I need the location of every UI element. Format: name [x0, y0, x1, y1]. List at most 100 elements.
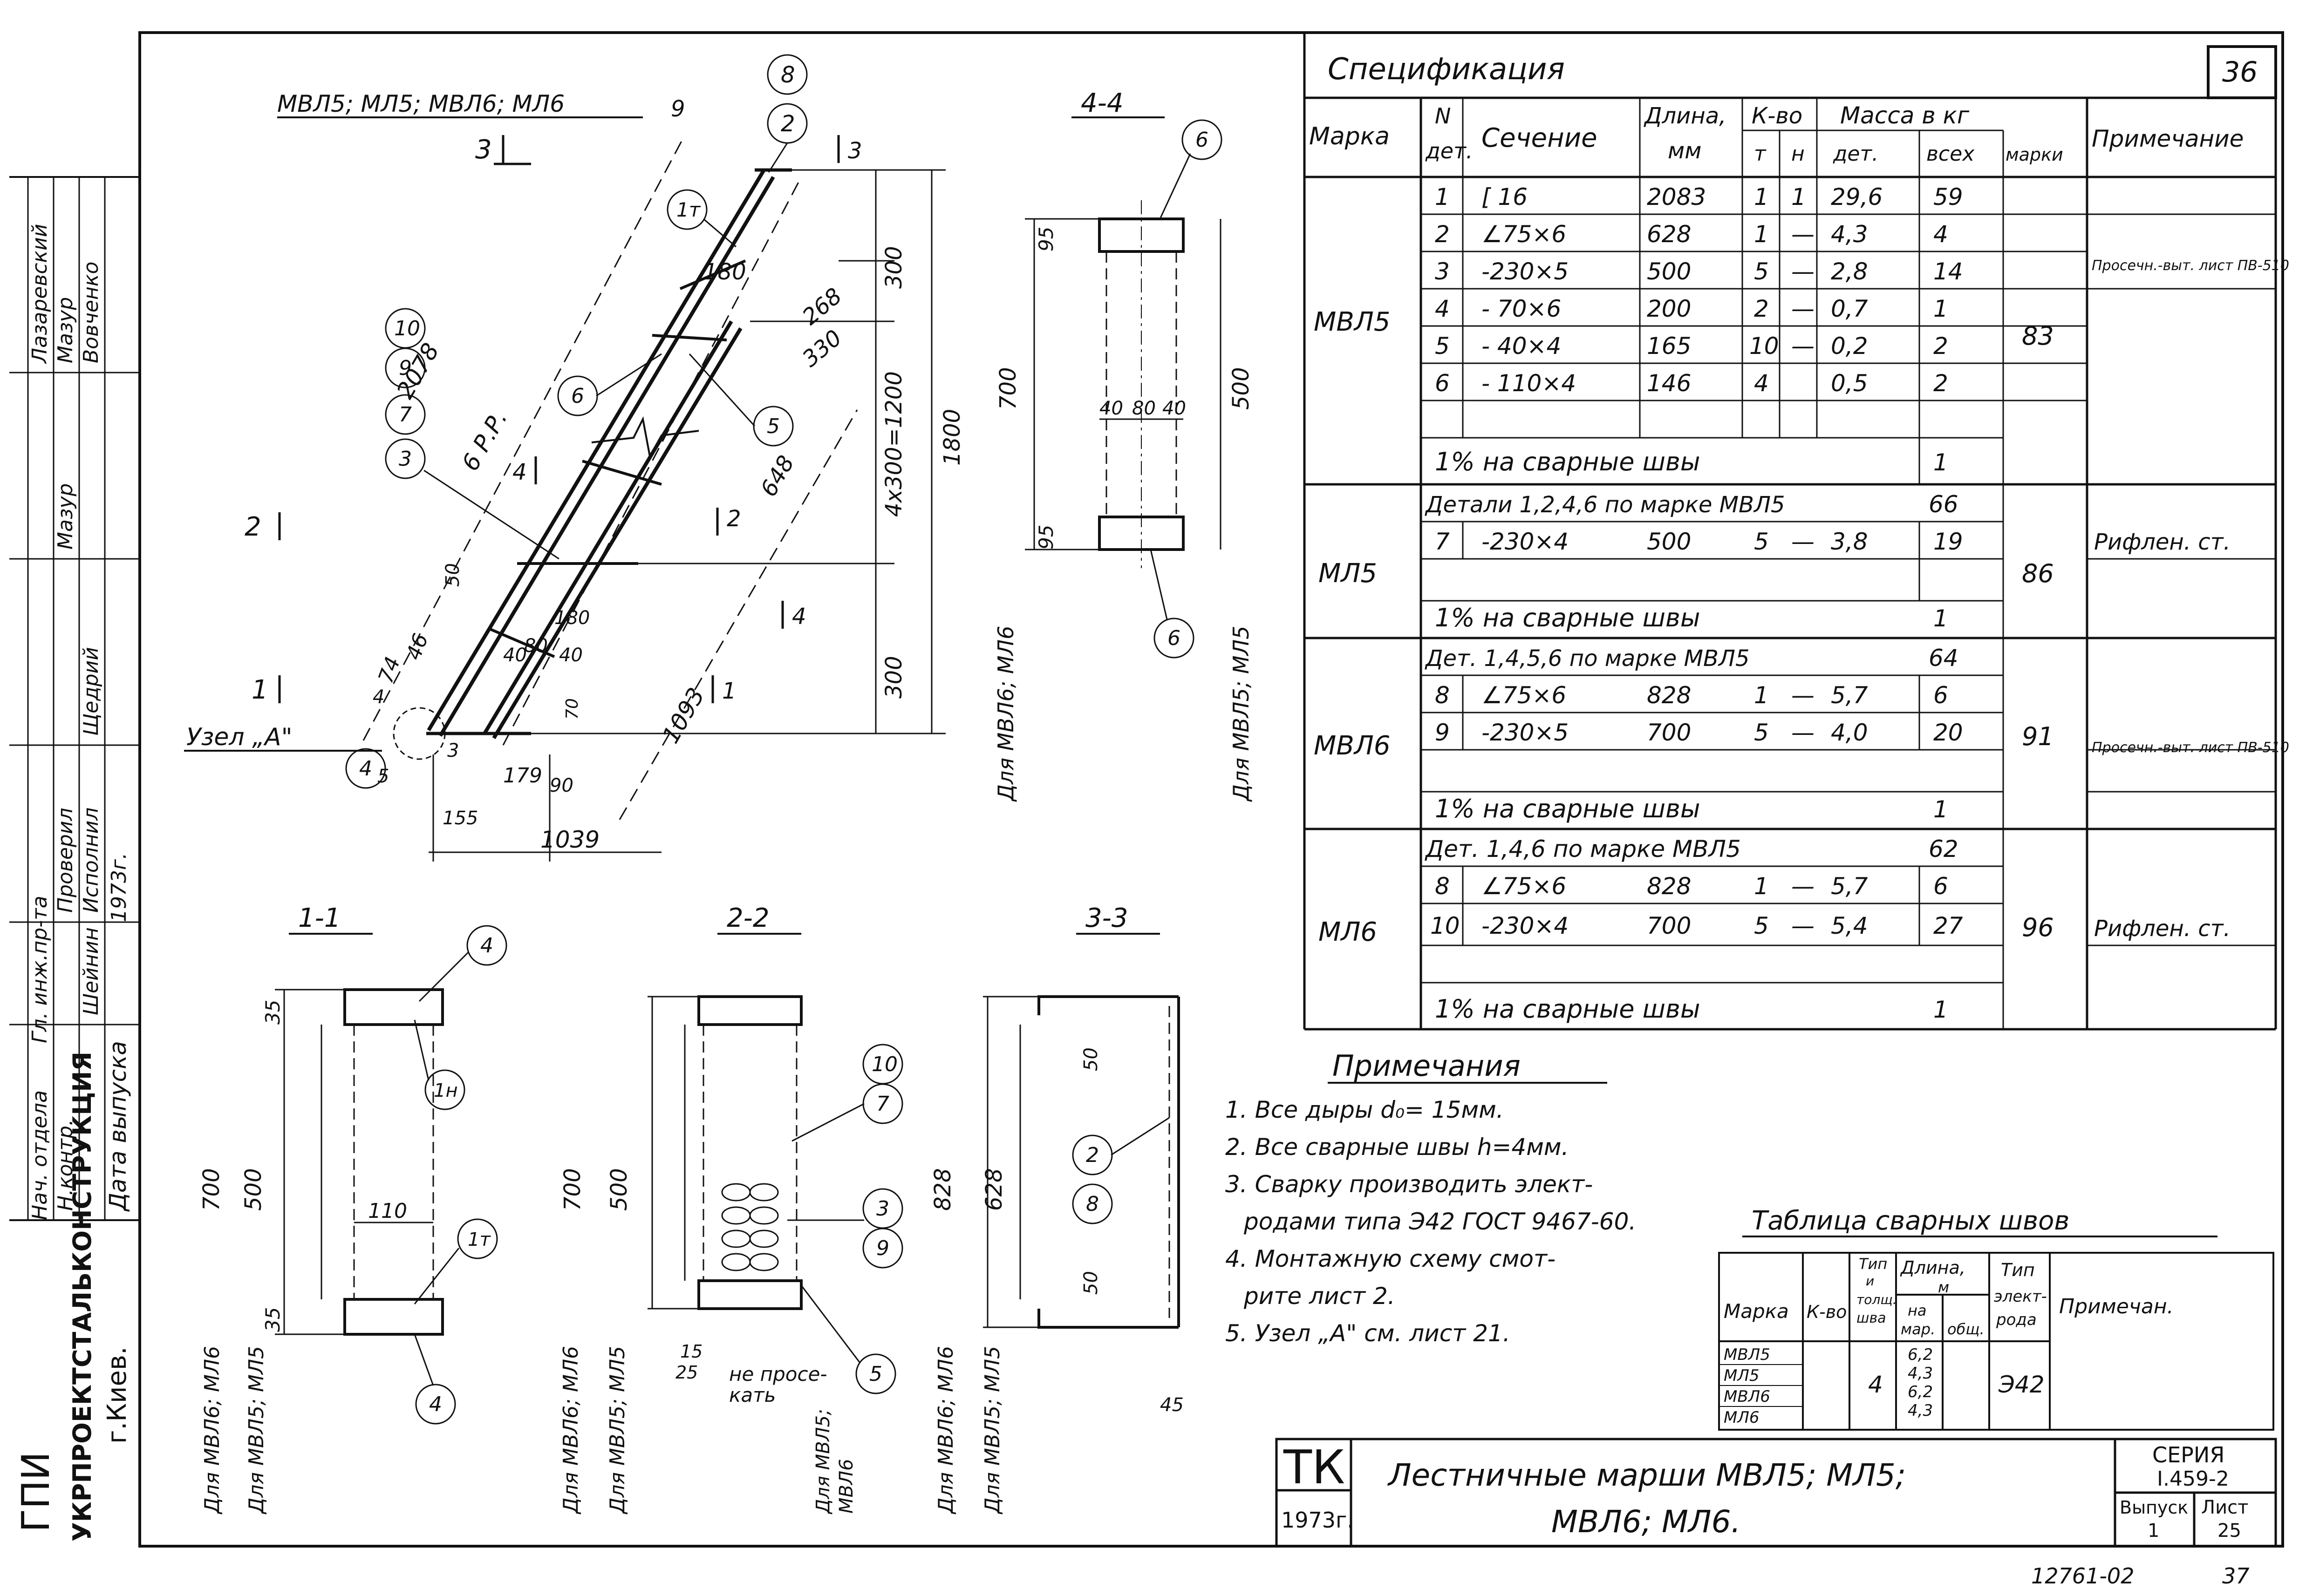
notes-title: Примечания [1332, 1049, 1521, 1083]
row-mvl6-8: 8 ∠75×6 828 1 — 5,7 6 [1435, 682, 1948, 709]
s22-label-c: Для МВЛ5; [812, 1409, 834, 1515]
svg-text:1: 1 [1933, 996, 1948, 1023]
svg-text:—: — [1791, 528, 1815, 555]
svg-text:5,4: 5,4 [1831, 912, 1868, 939]
svg-text:20: 20 [1933, 719, 1963, 746]
balloon-6: 6 [557, 375, 598, 416]
svg-text:1% на сварные швы: 1% на сварные швы [1435, 994, 1700, 1024]
spec-inner-grid [1421, 98, 2276, 1029]
svg-text:Тип: Тип [2001, 1260, 2035, 1280]
s22-label-d: МВЛ6 [836, 1459, 857, 1514]
s11-dim-35b: 35 [261, 1307, 284, 1332]
tb-title-1: Лестничные марши МВЛ5; МЛ5; [1387, 1457, 1906, 1493]
row-mvl5-1: 1 [ 16 2083 1 1 29,6 59 [1435, 183, 1963, 211]
svg-text:6: 6 [1435, 370, 1450, 397]
tb-year: 1973г. [1281, 1508, 1354, 1533]
dim-9: 9 [671, 96, 685, 122]
section-mark-3: 3 [475, 135, 531, 165]
svg-text:1: 1 [1754, 221, 1769, 248]
svg-text:7: 7 [399, 403, 412, 427]
s22-dim-500: 500 [606, 1168, 632, 1211]
svg-text:9: 9 [876, 1236, 889, 1260]
svg-text:4: 4 [359, 757, 372, 781]
s44-dim-40b: 40 [1162, 398, 1186, 419]
dim-74: 74 [374, 654, 405, 686]
balloon-8-s33: 8 [1072, 1183, 1113, 1224]
svg-text:4: 4 [1754, 370, 1769, 397]
svg-text:828: 828 [1647, 873, 1691, 900]
svg-text:-230×4: -230×4 [1481, 528, 1569, 555]
weld-mvl6: 1% на сварные швы 1 [1435, 794, 1948, 823]
svg-text:Дет. 1,4,5,6 по марке МВЛ5: Дет. 1,4,5,6 по марке МВЛ5 [1425, 645, 1750, 672]
svg-text:2: 2 [1086, 1143, 1099, 1167]
hdr-n: н [1791, 142, 1805, 166]
section-mark-4b: 4 [781, 601, 806, 630]
svg-text:и: и [1866, 1273, 1874, 1289]
row-mvl5-4: 4 - 70×6 200 2 — 0,7 1 [1435, 295, 1948, 322]
stamp-name-1: Мазур [54, 483, 77, 550]
svg-text:1: 1 [1933, 449, 1948, 476]
wt-mark-2: МЛ5 [1724, 1366, 1760, 1385]
not-weld-2: кать [729, 1384, 776, 1406]
dim-40a: 40 [503, 645, 527, 666]
svg-text:4: 4 [429, 1392, 442, 1416]
svg-text:2: 2 [727, 506, 741, 532]
s33-dim-45: 45 [1160, 1394, 1184, 1416]
svg-text:200: 200 [1647, 295, 1691, 322]
svg-text:2,8: 2,8 [1831, 258, 1868, 285]
s11-dim-700: 700 [198, 1168, 225, 1211]
svg-text:10: 10 [394, 317, 420, 340]
bottom-code: 12761-02 [2031, 1563, 2134, 1589]
dim-300-top: 300 [881, 246, 907, 289]
svg-text:6: 6 [1167, 626, 1180, 650]
svg-text:-230×5: -230×5 [1481, 719, 1569, 746]
notes-block: Примечания 1. Все дыры d₀= 15мм. 2. Все … [1225, 1049, 1636, 1347]
s44-dim-80: 80 [1132, 398, 1156, 419]
svg-text:5,7: 5,7 [1831, 873, 1868, 900]
tk-label: ТК [1283, 1440, 1345, 1494]
stamp-name-2: Щедрий [79, 647, 103, 736]
total-mvl5: 83 [2022, 321, 2054, 351]
balloon-9-s22: 9 [862, 1228, 903, 1269]
svg-text:∠75×6: ∠75×6 [1481, 682, 1566, 709]
svg-text:6: 6 [1933, 873, 1948, 900]
stair-treads [488, 259, 746, 658]
svg-text:5: 5 [869, 1362, 882, 1386]
svg-text:29,6: 29,6 [1831, 183, 1883, 211]
svg-text:Рифлен. ст.: Рифлен. ст. [2094, 529, 2231, 555]
svg-text:- 70×6: - 70×6 [1481, 295, 1561, 322]
svg-text:3: 3 [475, 135, 492, 165]
note-mvl5-pv: Просечн.-выт. лист ПВ-510 [2092, 258, 2289, 274]
wt-mark-1: МВЛ5 [1724, 1345, 1770, 1364]
svg-text:3,8: 3,8 [1831, 528, 1868, 555]
balloon-9: 9 [385, 347, 426, 388]
row-mvl5-2: 2 ∠75×6 628 1 — 4,3 4 Просечн.-выт. лист… [1435, 221, 2289, 274]
mark-mvl5: МВЛ5 [1314, 307, 1390, 337]
svg-text:6: 6 [1933, 682, 1948, 709]
svg-text:—: — [1791, 221, 1815, 248]
svg-text:8: 8 [1086, 1192, 1099, 1216]
dim-1039: 1039 [540, 826, 600, 853]
hdr-len1: Длина, [1644, 103, 1726, 129]
svg-text:-230×5: -230×5 [1481, 258, 1569, 285]
hdr-len2: мм [1668, 138, 1701, 164]
svg-text:14: 14 [1933, 258, 1963, 285]
svg-text:1: 1 [1933, 796, 1948, 823]
svg-text:—: — [1791, 295, 1815, 322]
ref-ml5: Детали 1,2,4,6 по марке МВЛ5 66 [1425, 491, 1958, 518]
dim-300-bottom: 300 [881, 656, 907, 699]
note-mvl6-pv: Просечн.-выт. лист ПВ-510 [2092, 740, 2289, 756]
dim-4x300: 4х300=1200 [881, 371, 907, 517]
svg-text:—: — [1791, 719, 1815, 746]
svg-text:1% на сварные швы: 1% на сварные швы [1435, 447, 1700, 476]
dim-330: 330 [798, 325, 847, 372]
svg-text:Тип: Тип [1859, 1255, 1887, 1273]
weld-table: Таблица сварных швов Марка К-во Тип и то… [1718, 1206, 2274, 1431]
s44-dim-500: 500 [1228, 367, 1254, 410]
svg-text:- 40×4: - 40×4 [1481, 333, 1561, 360]
balloon-4-s11-bottom: 4 [415, 1384, 456, 1425]
svg-text:62: 62 [1929, 835, 1958, 863]
svg-text:на: на [1908, 1302, 1927, 1319]
